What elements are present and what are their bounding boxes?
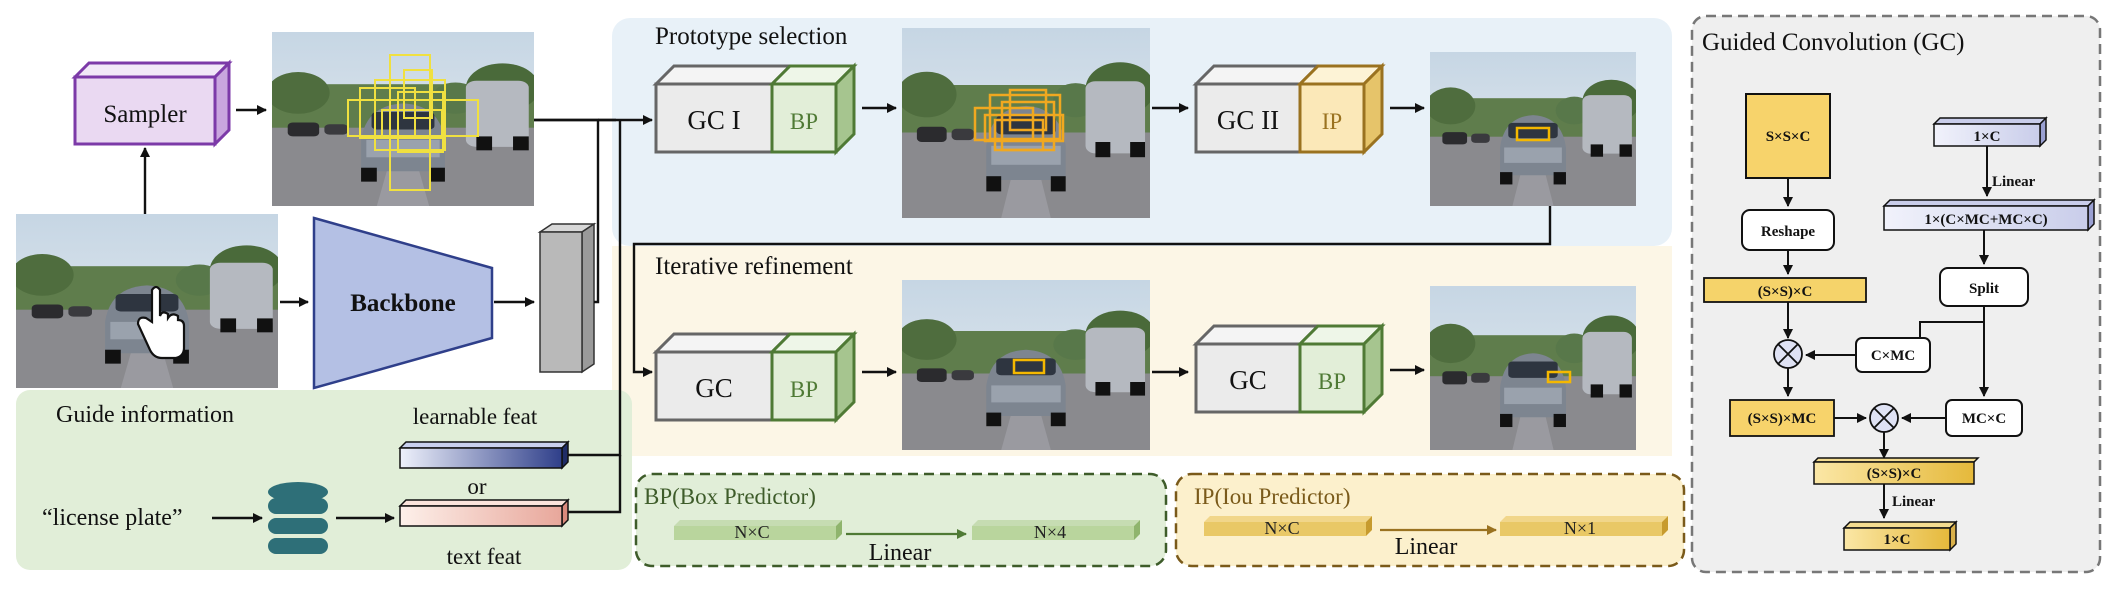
gc-linear-label-top: Linear bbox=[1992, 174, 2036, 190]
learnable-feat-label: learnable feat bbox=[413, 404, 538, 429]
gc-block-iter-two: GC bbox=[1192, 324, 1322, 414]
gc-linear-label-bottom: Linear bbox=[1892, 494, 1936, 510]
bp-label-prototype: BP bbox=[790, 109, 818, 134]
or-label: or bbox=[467, 474, 487, 499]
gc-reshape-box: Reshape bbox=[1741, 209, 1835, 251]
gc-one-label: GC I bbox=[687, 105, 740, 135]
gc-onexc-out-label: 1×C bbox=[1884, 532, 1911, 548]
gc-two-label: GC II bbox=[1217, 105, 1279, 135]
ip-label: IP bbox=[1322, 109, 1342, 134]
gc-split-box: Split bbox=[1939, 267, 2029, 307]
bp-block-prototype: BP bbox=[768, 62, 858, 156]
iter-one-image bbox=[902, 280, 1150, 450]
text-feat-label: text feat bbox=[447, 544, 522, 569]
bp-block-iter-two: BP bbox=[1296, 322, 1386, 416]
bp-block-iter-one: BP bbox=[768, 330, 858, 424]
prototype-selection-title: Prototype selection bbox=[655, 23, 848, 50]
bp-nxc-bar: N×C bbox=[674, 520, 842, 542]
sampled-boxes-image bbox=[272, 32, 534, 206]
gc-mcxc-label: MC×C bbox=[1962, 411, 2006, 427]
gc-cxmc-label: C×MC bbox=[1871, 348, 1915, 364]
input-image bbox=[16, 214, 278, 388]
hand-pointer-icon bbox=[136, 285, 186, 360]
iterative-refinement-title: Iterative refinement bbox=[655, 253, 853, 280]
learnable-feat-bar bbox=[398, 440, 570, 470]
gc-cxmc-box: C×MC bbox=[1855, 337, 1931, 373]
bp-box-predictor-title: BP(Box Predictor) bbox=[644, 484, 816, 509]
bp-linear-label: Linear bbox=[869, 540, 932, 566]
gc-reshape-label: Reshape bbox=[1761, 224, 1816, 240]
database-icon bbox=[268, 482, 328, 554]
gc-ssc-out-label: (S×S)×C bbox=[1867, 466, 1922, 482]
bp-nxc-label: N×C bbox=[734, 522, 769, 542]
ip-nx1-bar: N×1 bbox=[1500, 516, 1668, 538]
bp-nx4-bar: N×4 bbox=[972, 520, 1140, 542]
gc-ssc-label: (S×S)×C bbox=[1758, 284, 1813, 300]
ip-nx1-label: N×1 bbox=[1564, 518, 1596, 538]
ip-nxc-bar: N×C bbox=[1204, 516, 1372, 538]
text-feat-bar bbox=[398, 498, 570, 528]
feature-map bbox=[537, 222, 597, 374]
gc-sxsxc-box: S×S×C bbox=[1745, 93, 1831, 179]
gc-label-iter-two: GC bbox=[1229, 365, 1267, 395]
gc-onexc-label: 1×C bbox=[1974, 129, 2001, 145]
gc-block-iter-one: GC bbox=[652, 332, 794, 422]
sampler-label: Sampler bbox=[103, 101, 187, 128]
gc-ssmc-label: (S×S)×MC bbox=[1748, 411, 1817, 427]
otimes-icon bbox=[1869, 403, 1899, 433]
gc-onexc-box: 1×C bbox=[1932, 116, 2048, 148]
license-plate-label: “license plate” bbox=[42, 505, 183, 531]
ip-linear-label: Linear bbox=[1395, 534, 1458, 560]
prototype-result-image bbox=[1430, 52, 1636, 206]
backbone-block: Backbone bbox=[312, 216, 494, 390]
ip-iou-predictor-title: IP(Iou Predictor) bbox=[1194, 484, 1351, 509]
ip-block: IP bbox=[1296, 62, 1386, 156]
bp-label-iter-one: BP bbox=[790, 377, 818, 402]
gc-expand-label: 1×(C×MC+MC×C) bbox=[1924, 212, 2047, 228]
gc-expand-box: 1×(C×MC+MC×C) bbox=[1882, 198, 2096, 232]
gc-split-label: Split bbox=[1969, 281, 1999, 297]
guided-convolution-title: Guided Convolution (GC) bbox=[1702, 29, 1965, 56]
otimes-icon bbox=[1773, 339, 1803, 369]
gc-ssc-bar: (S×S)×C bbox=[1703, 277, 1867, 303]
ip-nxc-label: N×C bbox=[1264, 518, 1299, 538]
iter-two-image bbox=[1430, 286, 1636, 450]
guide-information-title: Guide information bbox=[56, 402, 234, 428]
bp-nx4-label: N×4 bbox=[1034, 522, 1066, 542]
gc-label-iter-one: GC bbox=[695, 373, 733, 403]
gc-ssc-out-bar: (S×S)×C bbox=[1812, 457, 1980, 485]
gc-two-block: GC II bbox=[1192, 64, 1322, 154]
gc-mcxc-box: MC×C bbox=[1945, 399, 2023, 437]
ip-iou-predictor-panel bbox=[1174, 472, 1686, 568]
backbone-label: Backbone bbox=[350, 290, 456, 317]
gc-one-block: GC I bbox=[652, 64, 794, 154]
gc-onexc-out-box: 1×C bbox=[1842, 520, 1958, 552]
sampler-block: Sampler bbox=[71, 59, 233, 148]
proposal-boxes-image bbox=[902, 28, 1150, 218]
bp-label-iter-two: BP bbox=[1318, 369, 1346, 394]
gc-sxsxc-label: S×S×C bbox=[1766, 129, 1811, 145]
bp-box-predictor-panel bbox=[634, 472, 1168, 568]
gc-ssmc-box: (S×S)×MC bbox=[1729, 399, 1835, 437]
